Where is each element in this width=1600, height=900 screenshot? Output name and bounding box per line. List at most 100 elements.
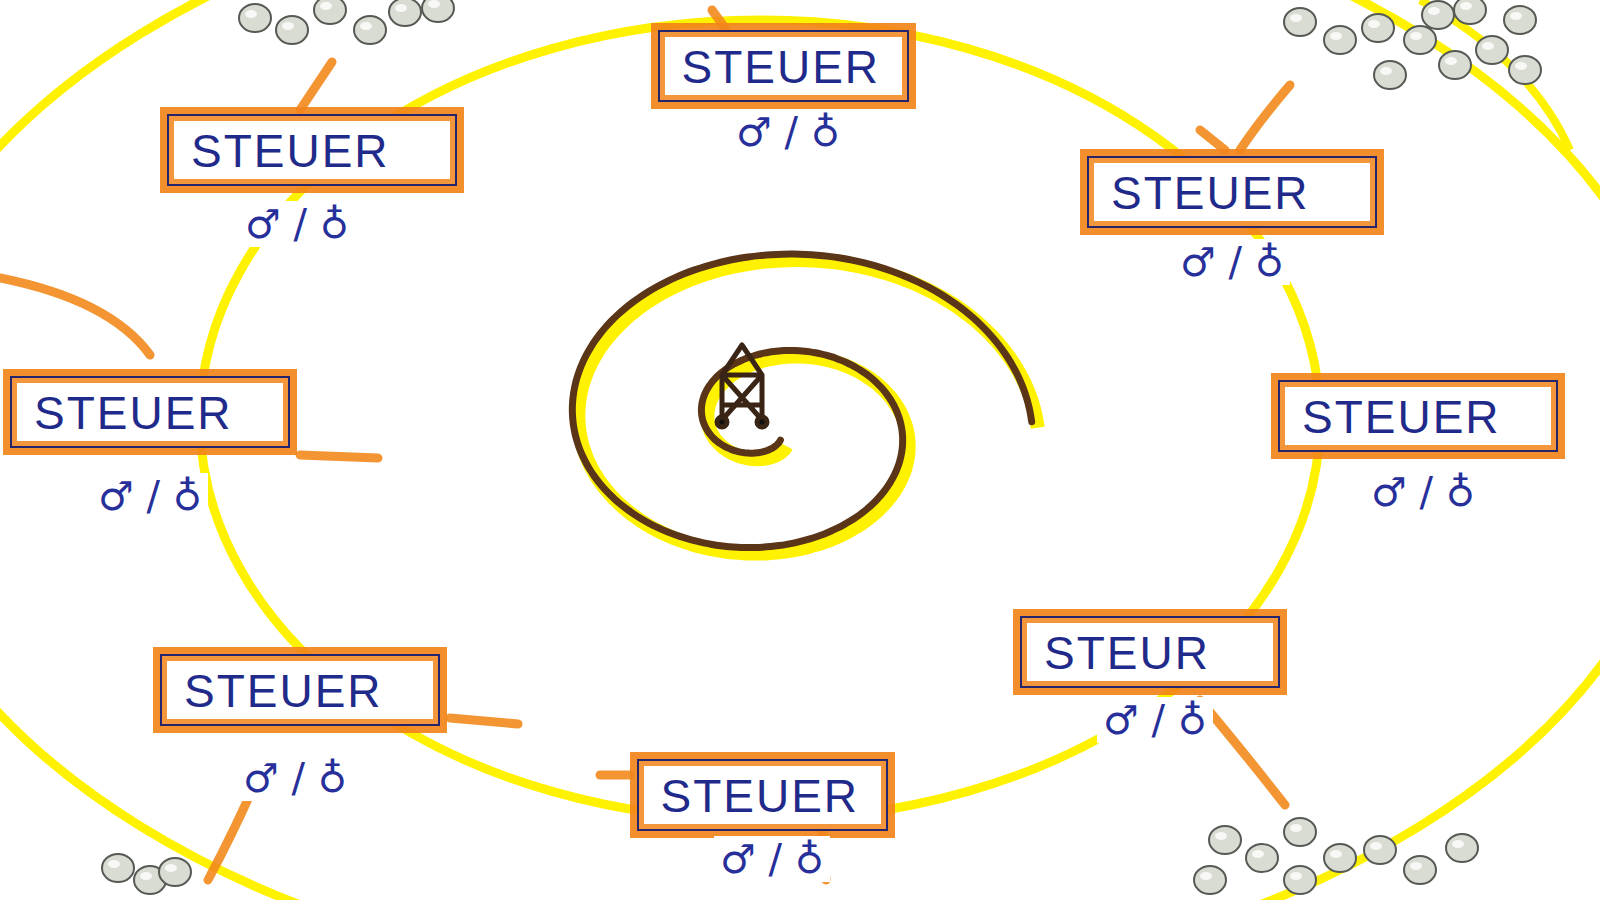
house-dot xyxy=(717,417,727,427)
orange-mark xyxy=(300,455,378,458)
box-label: STEUER xyxy=(661,771,864,821)
pebble xyxy=(1209,826,1241,854)
box-label: STEUER xyxy=(34,388,266,438)
steuer-node: STEUR♂ / ♁ xyxy=(1020,616,1280,688)
steuer-node: STEUER♂ / ♁ xyxy=(160,654,440,726)
pebble xyxy=(1446,834,1478,862)
house-frame xyxy=(722,375,762,420)
orange-mark xyxy=(712,10,725,28)
spiral-line xyxy=(572,254,1031,548)
pebble-body xyxy=(1284,866,1316,894)
pebble xyxy=(1324,26,1356,54)
planet-symbols: ♂ / ♁ xyxy=(1174,239,1290,285)
steuer-node: STEUER♂ / ♁ xyxy=(637,759,888,831)
pebble-body xyxy=(1284,818,1316,846)
box-label: STEUER xyxy=(1111,168,1353,218)
steuer-box: STEUER xyxy=(658,30,909,102)
pebble-shine xyxy=(1200,872,1212,880)
pebble-shine xyxy=(140,872,152,880)
pebble-shine xyxy=(1252,850,1264,858)
pebble-shine xyxy=(1370,842,1382,850)
pebble-body xyxy=(1324,26,1356,54)
pebble xyxy=(314,0,346,24)
house-dot xyxy=(757,417,767,427)
pebble-body xyxy=(1476,36,1508,64)
steuer-node: STEUER♂ / ♁ xyxy=(1087,156,1377,228)
pebble xyxy=(1454,0,1486,24)
steuer-node: STEUER♂ / ♁ xyxy=(10,376,290,448)
planet-symbols: ♂ / ♁ xyxy=(1365,469,1481,515)
pebble-body xyxy=(159,858,191,886)
steuer-node: STEUER♂ / ♁ xyxy=(167,114,457,186)
planet-symbols: ♂ / ♁ xyxy=(237,755,353,801)
steuer-node: STEUER♂ / ♁ xyxy=(1278,380,1558,452)
pebble-body xyxy=(1454,0,1486,24)
box-label: STEUER xyxy=(1302,392,1534,442)
box-label: STEUER xyxy=(191,126,433,176)
pebble-body xyxy=(1439,51,1471,79)
pebble-shine xyxy=(1410,32,1422,40)
pebble-shine xyxy=(245,10,257,18)
spiral-glow xyxy=(578,260,1037,554)
steuer-box: STEUR xyxy=(1020,616,1280,688)
pebble xyxy=(389,0,421,26)
pebble xyxy=(1504,6,1536,34)
pebble xyxy=(1362,14,1394,42)
steuer-box: STEUER xyxy=(1087,156,1377,228)
pebble-body xyxy=(1404,26,1436,54)
pebble-body xyxy=(1194,866,1226,894)
pebble-body xyxy=(422,0,454,22)
pebble xyxy=(1404,26,1436,54)
pebble-shine xyxy=(1452,840,1464,848)
pebble-body xyxy=(1404,856,1436,884)
pebble-body xyxy=(1504,6,1536,34)
pebble-body xyxy=(102,854,134,882)
planet-symbols: ♂ / ♁ xyxy=(1097,697,1213,743)
steuer-box: STEUER xyxy=(167,114,457,186)
pebble-shine xyxy=(1410,862,1422,870)
corner-ring xyxy=(1420,0,1570,150)
pebble xyxy=(239,4,271,32)
pebble-shine xyxy=(1510,12,1522,20)
steuer-box: STEUER xyxy=(160,654,440,726)
pebble-shine xyxy=(1290,14,1302,22)
pebble-body xyxy=(1374,61,1406,89)
steuer-node: STEUER♂ / ♁ xyxy=(658,30,909,102)
pebble-shine xyxy=(1215,832,1227,840)
steuer-box: STEUER xyxy=(1278,380,1558,452)
pebble-body xyxy=(1209,826,1241,854)
orange-marks xyxy=(0,10,1290,880)
spiral xyxy=(572,254,1037,554)
pebble xyxy=(1476,36,1508,64)
planet-symbols: ♂ / ♁ xyxy=(714,836,830,882)
planet-symbols: ♂ / ♁ xyxy=(92,473,208,519)
planet-symbols: ♂ / ♁ xyxy=(239,201,355,247)
pebble xyxy=(1509,56,1541,84)
pebble-shine xyxy=(1330,32,1342,40)
pebble xyxy=(1194,866,1226,894)
pebble xyxy=(1246,844,1278,872)
orange-mark xyxy=(1200,130,1225,150)
orange-mark xyxy=(1240,85,1290,150)
box-label: STEUER xyxy=(682,42,885,92)
pebble-body xyxy=(1284,8,1316,36)
steuer-box: STEUER xyxy=(637,759,888,831)
orange-mark xyxy=(300,62,332,110)
pebble xyxy=(1364,836,1396,864)
pebble xyxy=(1284,818,1316,846)
pebble xyxy=(1404,856,1436,884)
box-label: STEUR xyxy=(1044,628,1256,678)
pebble-body xyxy=(276,16,308,44)
pebble xyxy=(1324,844,1356,872)
pebble-shine xyxy=(1380,67,1392,75)
orange-mark xyxy=(450,718,518,724)
pebble-body xyxy=(1422,1,1454,29)
pebble-shine xyxy=(1515,62,1527,70)
pebble-shine xyxy=(1428,7,1440,15)
pebble xyxy=(422,0,454,22)
pebble-body xyxy=(354,16,386,44)
pebble xyxy=(102,854,134,882)
